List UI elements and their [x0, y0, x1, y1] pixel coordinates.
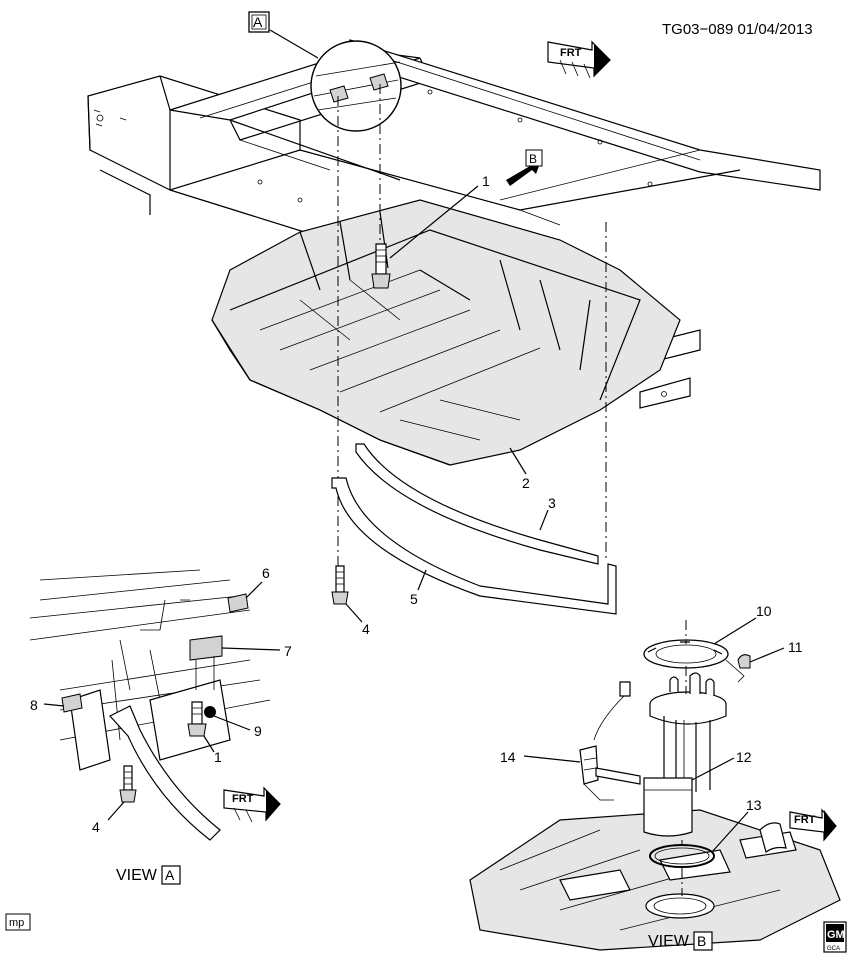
clip-11-guide — [725, 659, 745, 683]
leader-1-view-a — [203, 735, 215, 753]
callout-3: 3 — [548, 495, 556, 511]
leader-4-upper — [345, 603, 363, 623]
view-b-caption: VIEW — [648, 933, 690, 950]
frt-label-view-a: FRT — [232, 793, 254, 805]
gm-logo-text: GM — [827, 929, 845, 941]
callout-1-view-a: 1 — [214, 749, 222, 765]
leader-10 — [713, 617, 757, 645]
view-b-letter-box: B — [693, 931, 713, 951]
detail-circle-a — [310, 40, 402, 132]
callout-4-view-a: 4 — [92, 819, 100, 835]
callout-5: 5 — [410, 591, 418, 607]
mp-tag-text: mp — [9, 917, 24, 929]
leader-14 — [523, 755, 581, 763]
frt-label-view-b: FRT — [794, 814, 816, 826]
leader-12 — [691, 757, 735, 781]
clip-8 — [61, 693, 83, 713]
view-b-letter: B — [697, 933, 706, 949]
callout-14: 14 — [500, 749, 516, 765]
tank-strap-5 — [331, 477, 617, 615]
view-a-caption: VIEW — [116, 867, 158, 884]
fuel-pump-module-12 — [643, 672, 727, 837]
frt-label-top: FRT — [560, 47, 582, 59]
clip-11 — [737, 654, 751, 669]
leader-11 — [749, 647, 785, 663]
callout-b-letter: B — [529, 152, 537, 166]
tank-strap-3 — [355, 443, 599, 565]
leader-5 — [417, 569, 427, 591]
callout-4: 4 — [362, 621, 370, 637]
callout-13: 13 — [746, 797, 762, 813]
frt-arrow-view-b: FRT — [789, 808, 837, 842]
callout-b-arrow: B — [506, 149, 543, 186]
leader-1-upper — [389, 185, 479, 259]
leader-4-view-a — [107, 801, 125, 821]
clip-6 — [227, 593, 249, 613]
bolt-4-view-a — [119, 765, 137, 803]
bolt-1-upper — [371, 243, 391, 289]
view-b-tank-surface — [469, 809, 841, 951]
leader-8 — [43, 703, 65, 707]
leader-13 — [711, 811, 749, 853]
leader-2 — [509, 447, 527, 475]
gm-logo: GM GCA — [823, 921, 847, 953]
callout-11: 11 — [788, 639, 803, 655]
fuel-tank — [211, 199, 681, 466]
view-a-letter: A — [165, 867, 175, 883]
bolt-1-view-a — [187, 701, 207, 737]
leader-9 — [213, 715, 251, 731]
figure-code: TG03−089 01/04/2013 — [662, 21, 813, 38]
frt-arrow-top: FRT — [547, 40, 611, 79]
callout-a-letter: A — [253, 14, 263, 30]
gm-logo-subtext: GCA — [827, 946, 840, 952]
nut-9 — [204, 706, 216, 718]
callout-9: 9 — [254, 723, 262, 739]
leader-7 — [221, 647, 281, 651]
callout-a-leader — [269, 29, 319, 59]
callout-6: 6 — [262, 565, 270, 581]
leader-6 — [245, 581, 263, 599]
view-a-detail — [29, 569, 271, 841]
callout-1: 1 — [482, 173, 490, 189]
callout-7: 7 — [284, 643, 292, 659]
lock-ring-10 — [643, 639, 729, 669]
callout-10: 10 — [756, 603, 772, 619]
callout-a-box: A — [248, 11, 270, 33]
callout-12: 12 — [736, 749, 752, 765]
frt-arrow-view-a: FRT — [223, 786, 281, 823]
mp-tag: mp — [5, 913, 31, 931]
view-a-letter-box: A — [161, 865, 181, 885]
fuel-level-sender-14 — [579, 681, 641, 801]
leader-3 — [539, 509, 549, 531]
callout-2: 2 — [522, 475, 530, 491]
bolt-4-upper — [331, 565, 349, 605]
callout-8: 8 — [30, 697, 38, 713]
